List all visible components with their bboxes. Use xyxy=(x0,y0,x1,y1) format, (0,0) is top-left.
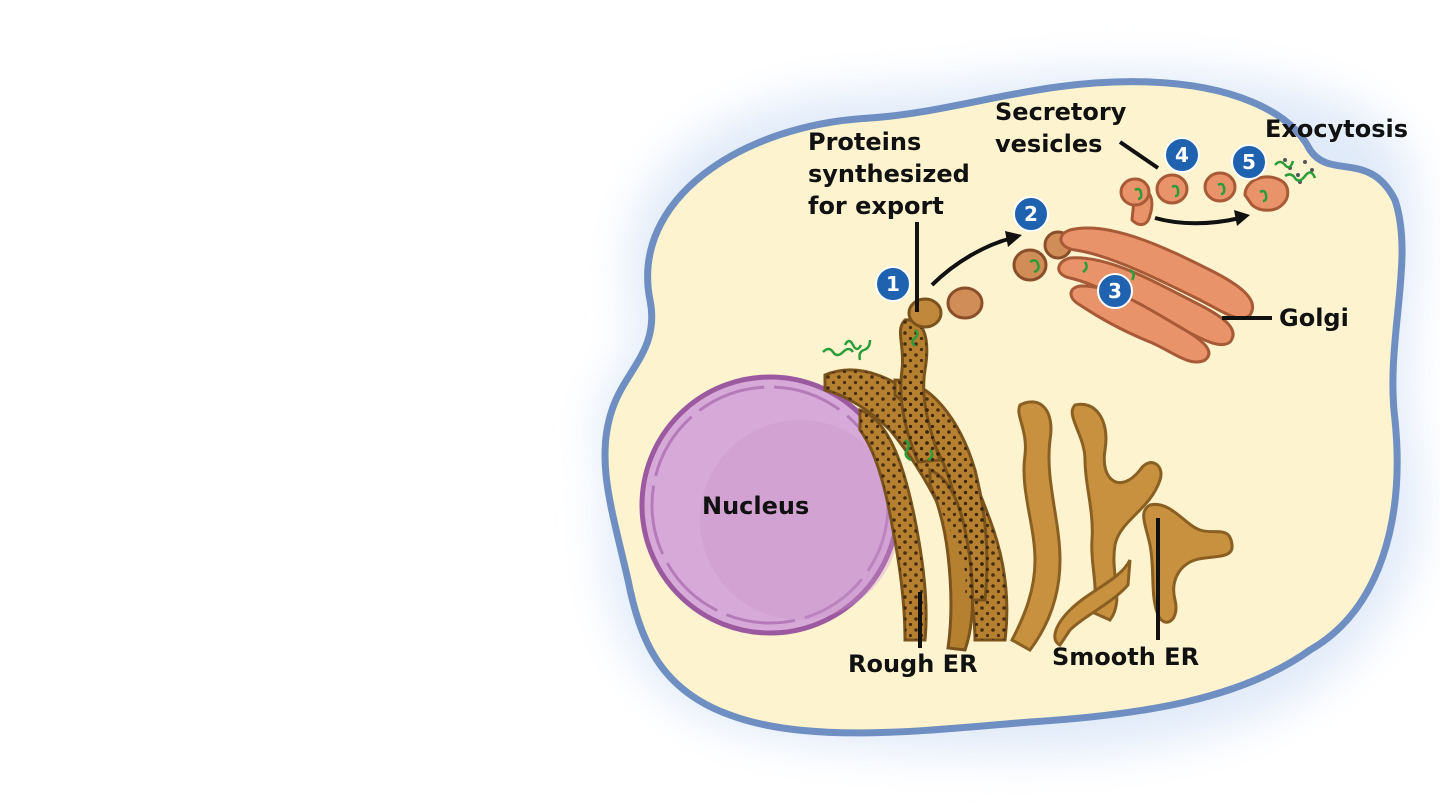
step-badge-2: 2 xyxy=(1013,196,1049,232)
step-badge-3-text: 3 xyxy=(1108,279,1122,303)
step-badge-4-text: 4 xyxy=(1175,143,1189,167)
smooth-er xyxy=(1009,400,1234,652)
transport-vesicles xyxy=(907,230,1073,329)
step-badge-4: 4 xyxy=(1164,137,1200,173)
label-proteins-line3: for export xyxy=(808,192,944,220)
label-secretory-line1: Secretory xyxy=(995,98,1127,126)
label-exocytosis: Exocytosis xyxy=(1265,115,1408,143)
label-nucleus: Nucleus xyxy=(702,492,809,520)
label-proteins-line2: synthesized xyxy=(808,160,970,188)
proteins xyxy=(822,160,1317,462)
step-badge-5-text: 5 xyxy=(1242,150,1256,174)
label-golgi: Golgi xyxy=(1279,304,1349,332)
step-badge-1-text: 1 xyxy=(886,272,900,296)
transport-arrows xyxy=(930,210,1250,287)
step-badge-5: 5 xyxy=(1231,144,1267,180)
leader-lines xyxy=(915,140,1272,648)
nucleus xyxy=(639,374,901,636)
label-smooth-er: Smooth ER xyxy=(1052,643,1199,671)
secretory-vesicles xyxy=(1155,171,1237,205)
step-badge-2-text: 2 xyxy=(1024,202,1038,226)
label-proteins-line1: Proteins xyxy=(808,128,921,156)
step-badge-3: 3 xyxy=(1097,273,1133,309)
label-secretory-line2: vesicles xyxy=(995,130,1102,158)
rough-er xyxy=(823,318,1009,652)
label-rough-er: Rough ER xyxy=(848,650,978,678)
step-badge-1: 1 xyxy=(875,266,911,302)
